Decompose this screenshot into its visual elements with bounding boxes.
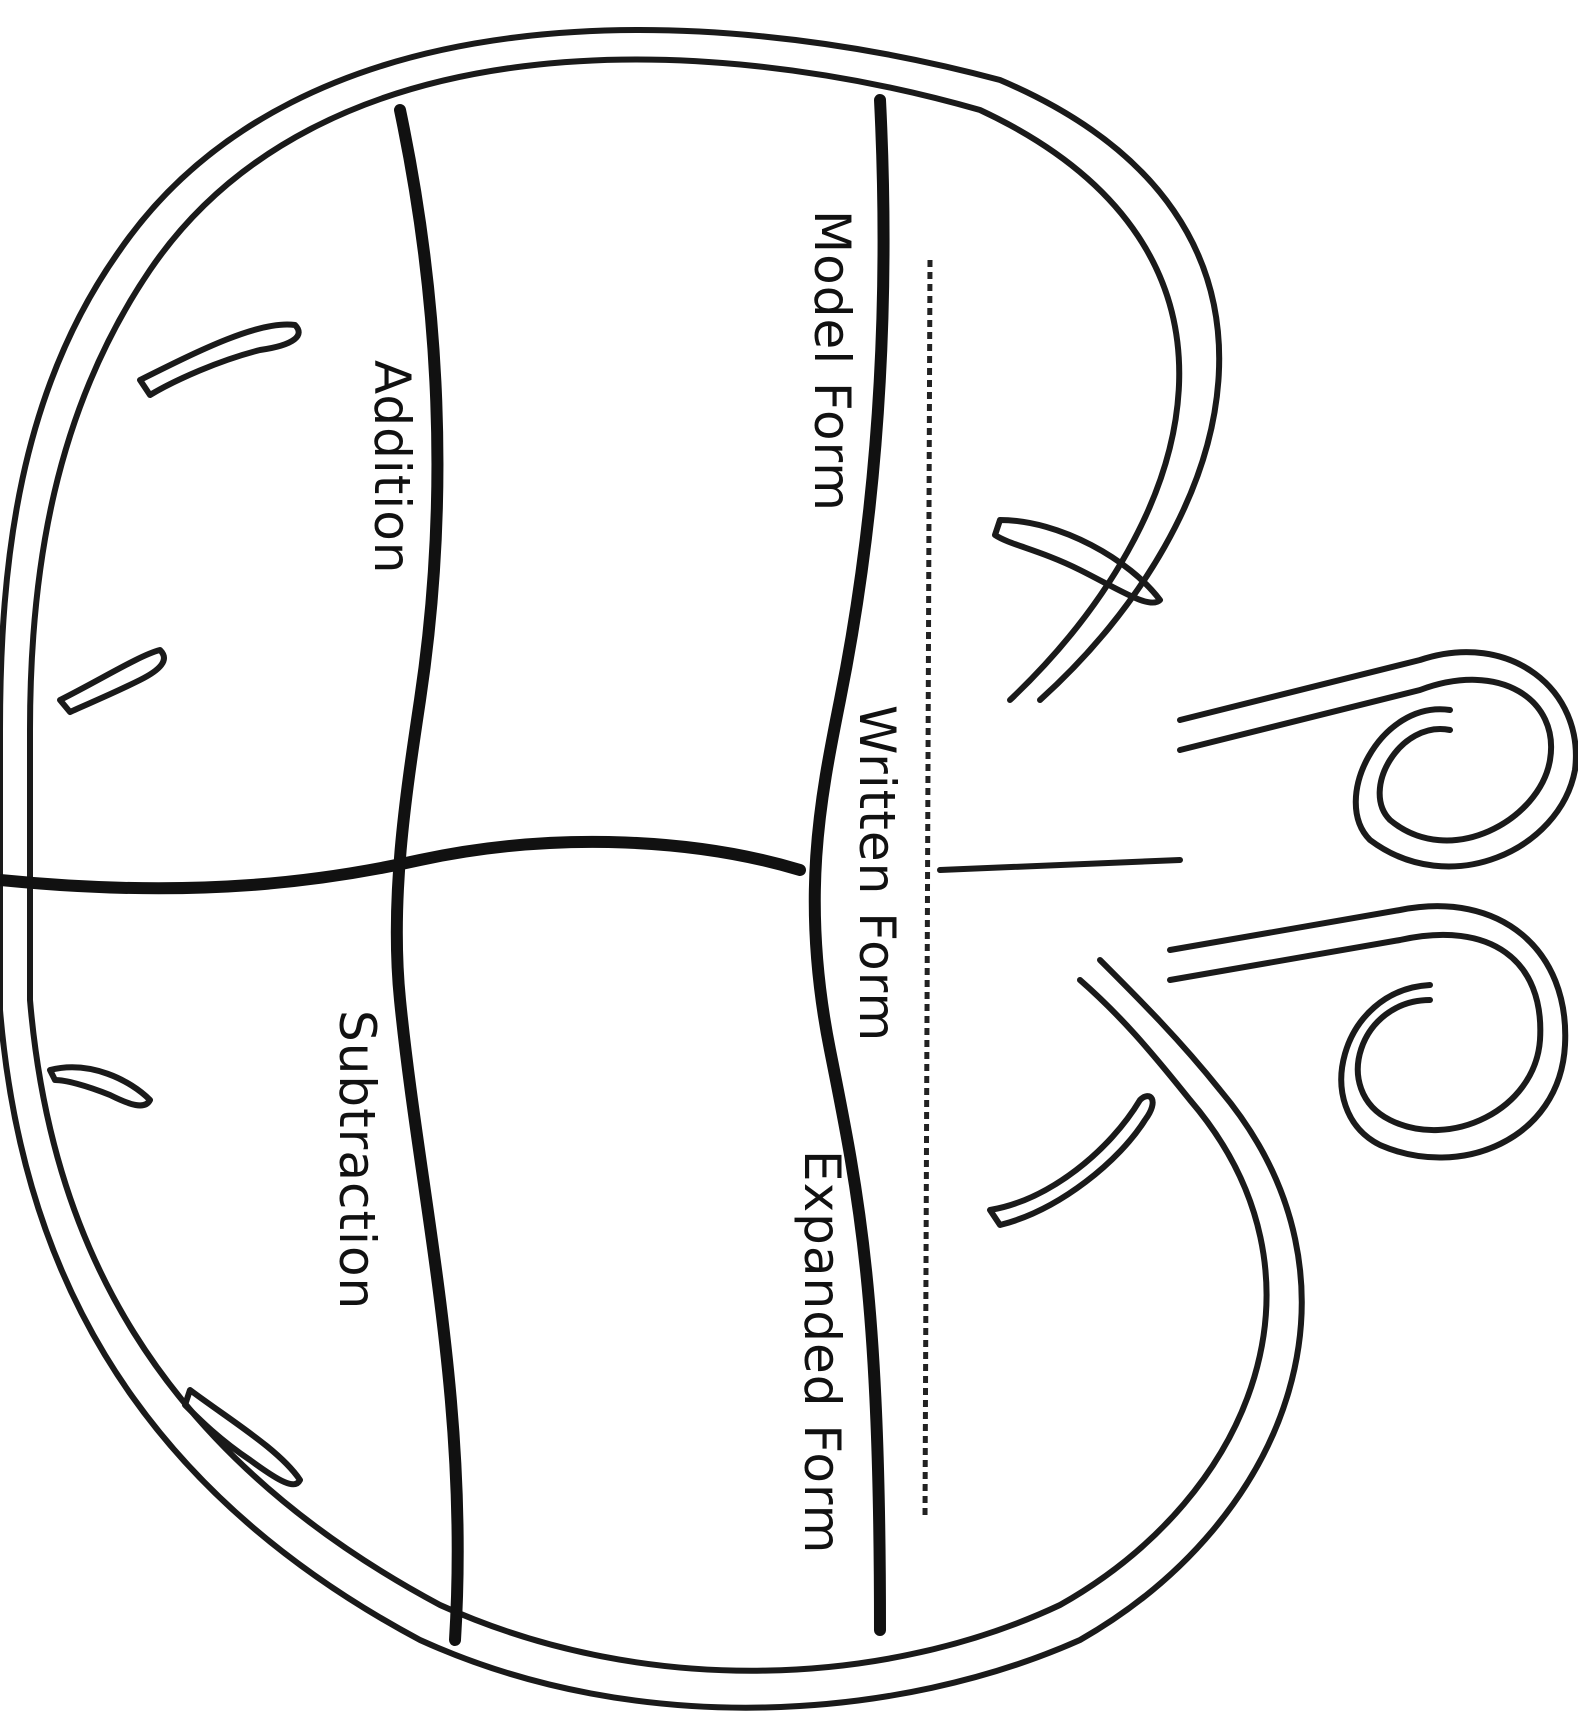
divider-left-vertical — [397, 110, 458, 1640]
section-dividers — [0, 100, 884, 1640]
apple-stem — [940, 652, 1576, 1157]
apple-outline — [0, 30, 1302, 1708]
label-expanded-form: Expanded Form — [793, 1150, 851, 1554]
apple-curl-strokes — [50, 324, 1160, 1484]
label-addition: Addition — [363, 360, 421, 574]
label-written-form: Written Form — [848, 705, 906, 1042]
label-subtraction: Subtraction — [328, 1010, 386, 1310]
label-model-form: Model Form — [803, 210, 861, 512]
fold-line — [925, 260, 930, 1520]
